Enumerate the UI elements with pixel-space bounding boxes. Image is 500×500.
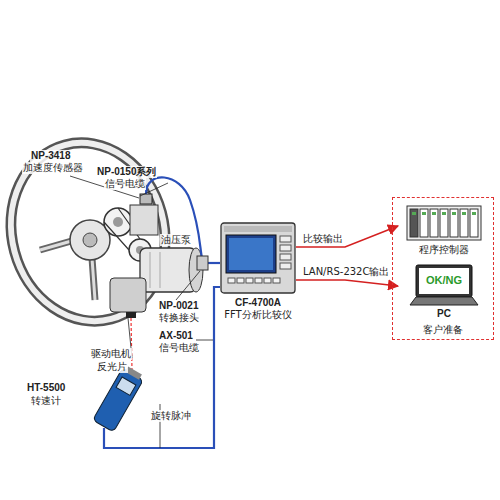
plc-module	[420, 209, 428, 237]
reflector	[126, 312, 136, 318]
drive-motor	[110, 278, 146, 312]
screen-glow	[229, 238, 273, 270]
plc-led	[462, 212, 466, 215]
tachometer	[93, 365, 146, 432]
steering-wheel	[83, 233, 97, 247]
steering-wheel	[0, 125, 185, 338]
plc-icon	[399, 204, 489, 244]
part-number: NP-3418	[30, 150, 71, 162]
drive-motor	[110, 278, 146, 318]
oil-pump	[140, 248, 203, 292]
laptop-screen	[419, 268, 469, 294]
part-number: NP-0150系列	[96, 166, 157, 178]
plc-controller: 程序控制器	[399, 204, 489, 260]
plc-module	[440, 209, 448, 237]
device-button	[228, 278, 235, 283]
steering-wheel	[0, 125, 185, 338]
bracket	[130, 194, 158, 235]
edge-label: LAN/RS-232C输出	[302, 266, 390, 278]
part-number: NP-0021	[158, 300, 199, 312]
plc-module	[430, 209, 438, 237]
leader-lines	[70, 176, 213, 448]
plc-led	[432, 212, 436, 215]
edge-label: 比较输出	[302, 233, 344, 245]
device-key	[280, 236, 291, 242]
part-number: HT-5500	[26, 382, 66, 394]
adapter	[197, 256, 208, 270]
tachometer	[116, 377, 136, 395]
plc-module	[470, 209, 478, 237]
plc-led	[472, 212, 476, 215]
device-key	[280, 245, 291, 251]
device-button	[255, 278, 262, 283]
device-screen	[226, 235, 276, 273]
part-label: 加速度传感器	[22, 162, 84, 174]
oil-pump	[150, 252, 160, 288]
plc-led	[412, 212, 416, 215]
leader-lines	[176, 271, 200, 300]
pc-laptop: OK/NG PC	[399, 264, 489, 322]
part-label: 油压泵	[160, 234, 192, 246]
device-button	[246, 278, 253, 283]
device-button	[273, 278, 280, 283]
leader-lines	[196, 340, 213, 341]
light-beam	[131, 318, 132, 370]
device-top	[224, 226, 292, 232]
plc-led	[452, 212, 456, 215]
signal-cables	[208, 262, 220, 264]
laptop-base	[410, 297, 478, 305]
device-icon	[220, 222, 296, 294]
part-label: 驱动电机	[90, 348, 132, 360]
region-label: 客户准备	[393, 324, 493, 336]
plc-led	[422, 212, 426, 215]
laptop-lid	[416, 265, 472, 297]
analyzer-device: CF-4700AFFT分析比较仪	[220, 222, 296, 321]
signal-cables	[104, 177, 220, 448]
device-key	[280, 254, 291, 260]
screen-result: OK/NG	[419, 274, 469, 286]
pc-label: PC	[399, 308, 489, 320]
device-button	[264, 278, 271, 283]
output-arrow	[296, 280, 398, 286]
plc-led	[442, 212, 446, 215]
device-name: FFT分析比较仪	[220, 309, 296, 321]
part-number: AX-501	[158, 330, 194, 342]
plc-module	[450, 209, 458, 237]
plc-module	[460, 209, 468, 237]
output-arrow	[296, 226, 398, 247]
part-label: 转速计	[30, 395, 62, 407]
pulleys	[113, 217, 123, 227]
device-body	[221, 223, 295, 293]
part-label: 旋转脉冲	[150, 410, 192, 422]
part-label: 信号电缆	[104, 178, 146, 190]
steering-wheel	[0, 125, 185, 338]
part-label: 转换接头	[158, 312, 200, 324]
device-key	[280, 263, 291, 269]
device-button	[237, 278, 244, 283]
bracket	[130, 205, 158, 235]
part-label: 信号电缆	[158, 342, 200, 354]
plc-module	[410, 209, 418, 237]
part-label: 反光片	[96, 361, 128, 373]
plc-label: 程序控制器	[399, 244, 489, 256]
plc-rack	[407, 206, 481, 240]
device-model: CF-4700A	[220, 297, 296, 309]
customer-region: 程序控制器 OK/NG PC 客户准备	[392, 197, 494, 340]
